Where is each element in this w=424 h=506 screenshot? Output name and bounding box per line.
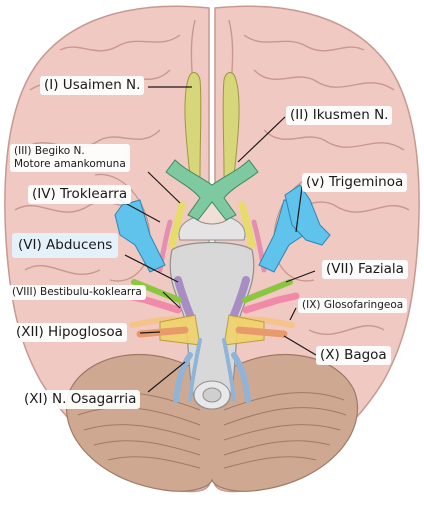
- label-olfactory: (I) Usaimen N.: [40, 76, 145, 95]
- abducens-nerve: [174, 276, 194, 319]
- optic-nerve: [165, 159, 259, 221]
- label-trochlear: (IV) Troklearra: [28, 185, 132, 204]
- facial-nerve: [242, 279, 293, 303]
- vagus-nerve: [136, 326, 189, 338]
- cerebellum-folia: [77, 392, 347, 469]
- label-glossopharyngeal: (IX) Glosofaringeoa: [298, 298, 408, 314]
- label-facial: (VII) Faziala: [322, 260, 408, 279]
- label-vestibulocochlear: (VIII) Bestibulu-koklearra: [8, 285, 146, 301]
- label-oculomotor-line1: (III) Begiko N.: [14, 145, 85, 157]
- label-abducens: (VI) Abducens: [12, 233, 119, 258]
- label-hypoglossal: (XII) Hipoglosoa: [12, 323, 127, 342]
- label-trigeminal: (v) Trigeminoa: [302, 173, 408, 192]
- label-vagus: (X) Bagoa: [316, 346, 391, 365]
- olfactory-nerve: [184, 72, 202, 183]
- trigeminal-nerve: [114, 199, 166, 273]
- accessory-nerve: [173, 352, 193, 403]
- vestibulocochlear-nerve: [242, 292, 300, 314]
- label-oculomotor-line2: Motore amankomuna: [14, 158, 126, 171]
- label-accessory: (XI) N. Osagarria: [20, 390, 141, 409]
- label-optic: (II) Ikusmen N.: [286, 106, 393, 125]
- label-oculomotor: (III) Begiko N. Motore amankomuna: [10, 144, 130, 173]
